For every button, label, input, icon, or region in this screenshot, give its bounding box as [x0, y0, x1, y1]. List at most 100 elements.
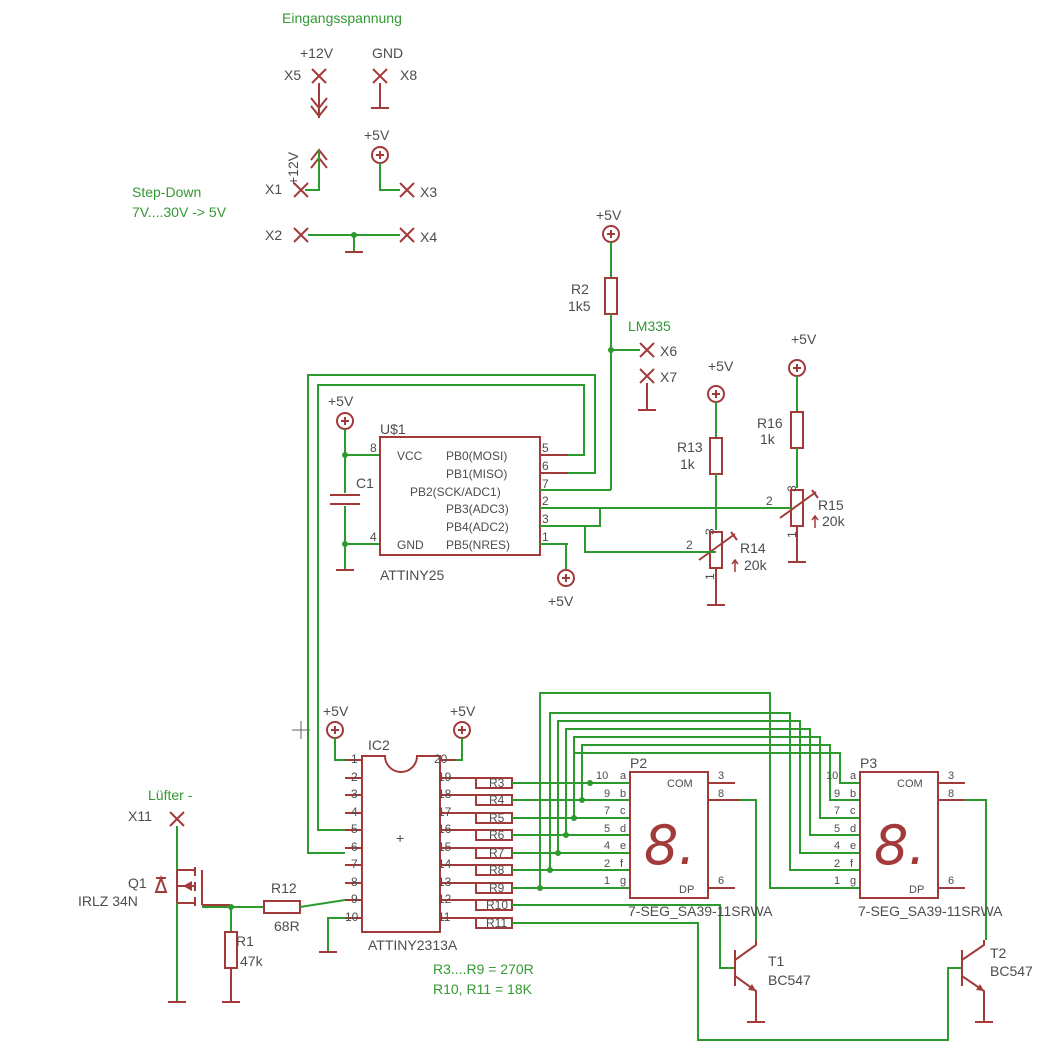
svg-text:2: 2	[834, 858, 840, 870]
label-lm335: LM335	[628, 318, 671, 334]
svg-text:GND: GND	[397, 538, 424, 552]
svg-text:R11: R11	[486, 916, 507, 930]
seven-segment-p3	[859, 771, 939, 899]
svg-text:8: 8	[351, 875, 358, 889]
svg-text:PB0(MOSI): PB0(MOSI)	[446, 449, 507, 463]
label-irlz: IRLZ 34N	[78, 893, 138, 909]
svg-text:f: f	[620, 858, 624, 870]
label-x3: X3	[420, 184, 437, 200]
label-x2: X2	[265, 227, 282, 243]
svg-text:8: 8	[718, 788, 724, 800]
connector-x7	[639, 368, 655, 384]
label-r12-value: 68R	[274, 918, 300, 934]
svg-text:DP: DP	[909, 884, 924, 896]
svg-text:e: e	[620, 840, 626, 852]
svg-text:b: b	[850, 788, 856, 800]
svg-text:PB4(ADC2): PB4(ADC2)	[446, 520, 509, 534]
label-t1: T1	[768, 953, 785, 969]
svg-text:7: 7	[542, 477, 549, 491]
svg-text:R4: R4	[489, 793, 505, 807]
svg-text:b: b	[620, 788, 626, 800]
resistor-r16	[790, 411, 804, 449]
label-5v-r13: +5V	[708, 358, 734, 374]
label-attiny2313: ATTINY2313A	[368, 937, 458, 953]
label-x5: X5	[284, 67, 301, 83]
svg-text:11: 11	[438, 910, 451, 924]
digit-p3: 8.	[874, 814, 926, 877]
svg-text:3: 3	[948, 770, 954, 782]
svg-text:2: 2	[686, 538, 693, 552]
label-gnd-input: GND	[372, 45, 403, 61]
svg-text:4: 4	[351, 805, 358, 819]
label-t2: T2	[990, 945, 1007, 961]
label-5v-stepdown: +5V	[364, 127, 390, 143]
connector-x2	[293, 227, 309, 243]
svg-text:2: 2	[766, 494, 773, 508]
note-r10-r11: R10, R11 = 18K	[433, 981, 533, 997]
svg-text:R7: R7	[489, 846, 505, 860]
svg-text:6: 6	[718, 875, 724, 887]
label-t1-value: BC547	[768, 972, 811, 988]
ic2-left-pin-numbers: 1 2 3 4 5 6 7 8 9 10	[345, 752, 359, 924]
mosfet-q1	[154, 867, 230, 906]
svg-text:2: 2	[604, 858, 610, 870]
label-x7: X7	[660, 369, 677, 385]
label-x4: X4	[420, 229, 437, 245]
label-5v-ic2-right: +5V	[450, 703, 476, 719]
label-attiny25: ATTINY25	[380, 567, 445, 583]
svg-text:PB2(SCK/ADC1): PB2(SCK/ADC1)	[410, 485, 501, 499]
label-luefter: Lüfter -	[148, 787, 193, 803]
svg-text:c: c	[850, 805, 856, 817]
label-12v-input: +12V	[300, 45, 334, 61]
svg-text:15: 15	[438, 840, 452, 854]
svg-text:PB1(MISO): PB1(MISO)	[446, 467, 507, 481]
svg-text:d: d	[850, 823, 856, 835]
label-p2: P2	[630, 755, 647, 771]
label-r15-value: 20k	[822, 513, 846, 529]
origin-crosshair	[292, 721, 310, 739]
label-q1: Q1	[128, 875, 147, 891]
svg-text:a: a	[620, 770, 627, 782]
label-r14-value: 20k	[744, 557, 768, 573]
svg-text:1: 1	[785, 531, 799, 538]
ic-attiny2313	[361, 755, 441, 933]
connector-x8	[371, 68, 389, 109]
connector-x11	[169, 811, 185, 827]
svg-text:2: 2	[351, 770, 358, 784]
svg-text:10: 10	[345, 910, 359, 924]
svg-text:R8: R8	[489, 863, 505, 877]
svg-text:5: 5	[542, 441, 549, 455]
segment-bus	[512, 692, 860, 891]
transistor-t2	[961, 940, 993, 1023]
svg-text:R6: R6	[489, 828, 505, 842]
label-r16: R16	[757, 415, 783, 431]
resistor-r2	[604, 277, 618, 315]
resistor-r12	[263, 900, 301, 914]
label-p3: P3	[860, 755, 877, 771]
svg-text:3: 3	[703, 528, 717, 535]
svg-text:6: 6	[542, 459, 549, 473]
svg-text:2: 2	[542, 494, 549, 508]
label-x8: X8	[400, 67, 417, 83]
svg-text:16: 16	[438, 822, 452, 836]
connector-x4	[399, 227, 415, 243]
label-c1: C1	[356, 475, 374, 491]
svg-text:d: d	[620, 823, 626, 835]
svg-text:5: 5	[834, 823, 840, 835]
svg-text:17: 17	[438, 805, 452, 819]
svg-text:R9: R9	[489, 881, 505, 895]
transistor-t1	[734, 940, 765, 1023]
svg-text:13: 13	[438, 875, 452, 889]
svg-text:4: 4	[604, 840, 610, 852]
svg-text:6: 6	[351, 840, 358, 854]
svg-text:3: 3	[351, 787, 358, 801]
svg-text:1: 1	[604, 875, 610, 887]
label-stepdown-range: 7V....30V -> 5V	[132, 204, 227, 220]
svg-text:12: 12	[438, 892, 452, 906]
resistor-r13	[709, 437, 723, 475]
seven-segment-p2	[629, 771, 709, 899]
svg-text:PB3(ADC3): PB3(ADC3)	[446, 502, 509, 516]
svg-text:8: 8	[370, 441, 377, 455]
